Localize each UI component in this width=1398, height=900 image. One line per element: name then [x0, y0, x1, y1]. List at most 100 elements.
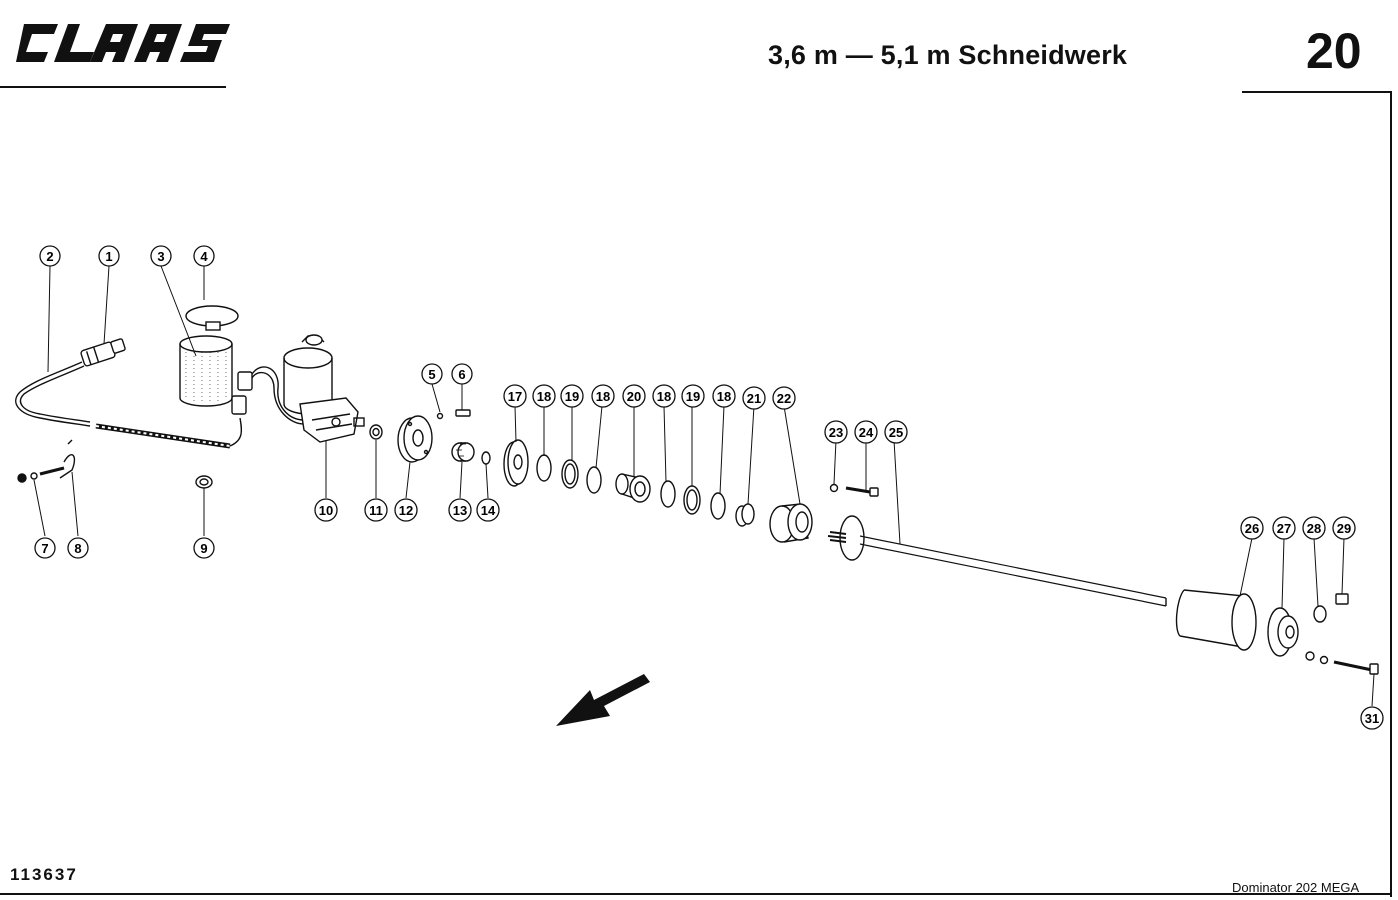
part-washer — [369, 424, 383, 440]
svg-text:18: 18 — [717, 389, 731, 404]
svg-text:20: 20 — [627, 389, 641, 404]
part-hub — [1267, 607, 1299, 657]
part-coupling — [769, 503, 813, 543]
callout-19a: 19 — [560, 384, 584, 408]
callout-13: 13 — [448, 498, 472, 522]
part-connector — [231, 366, 305, 425]
callout-3: 3 — [150, 245, 172, 267]
part-actuator-motor — [283, 334, 365, 443]
callout-17: 17 — [503, 384, 527, 408]
part-washer — [829, 483, 839, 493]
header-rule-left — [0, 86, 226, 88]
callout-labels: 1 2 3 4 5 6 7 8 9 10 11 12 13 14 17 18 1… — [34, 245, 1384, 730]
callout-18c: 18 — [652, 384, 676, 408]
svg-text:3: 3 — [157, 249, 164, 264]
svg-text:19: 19 — [686, 389, 700, 404]
callout-18d: 18 — [712, 384, 736, 408]
callout-6: 6 — [451, 363, 473, 385]
part-bushing — [195, 475, 213, 489]
callout-1: 1 — [98, 245, 120, 267]
callout-26: 26 — [1240, 516, 1264, 540]
claas-logo — [16, 24, 230, 62]
callout-14: 14 — [476, 498, 500, 522]
part-washer — [1313, 605, 1327, 623]
part-needle-bearing — [451, 442, 475, 462]
callout-20: 20 — [622, 384, 646, 408]
frame-bottom-rule — [0, 893, 1392, 895]
part-o-ring — [586, 466, 602, 494]
callout-21: 21 — [742, 386, 766, 410]
svg-text:2: 2 — [46, 249, 53, 264]
svg-text:24: 24 — [859, 425, 874, 440]
callout-10: 10 — [314, 498, 338, 522]
part-clamp-ring — [185, 305, 239, 331]
part-o-ring — [660, 480, 676, 508]
svg-text:18: 18 — [596, 389, 610, 404]
svg-text:11: 11 — [369, 503, 383, 518]
callout-22: 22 — [772, 386, 796, 410]
part-bearing-ring — [561, 459, 579, 489]
part-o-ring — [710, 492, 726, 520]
part-sensor-plug — [80, 338, 126, 367]
svg-text:22: 22 — [777, 391, 791, 406]
part-sleeve — [735, 503, 755, 527]
header-rule-right — [1242, 91, 1392, 93]
svg-text:7: 7 — [41, 541, 48, 556]
callout-29: 29 — [1332, 516, 1356, 540]
part-small-ring — [481, 451, 491, 465]
svg-text:31: 31 — [1365, 711, 1379, 726]
part-flange-disc — [503, 439, 529, 487]
svg-text:8: 8 — [74, 541, 81, 556]
part-nut-screw — [436, 409, 471, 420]
part-bearing-ring — [683, 485, 701, 515]
part-o-ring — [536, 454, 552, 482]
svg-text:4: 4 — [200, 249, 208, 264]
svg-text:23: 23 — [829, 425, 843, 440]
part-bolt — [845, 486, 879, 497]
callout-4: 4 — [193, 245, 215, 267]
svg-text:14: 14 — [481, 503, 496, 518]
part-sensor-cable — [15, 361, 243, 449]
page-title: 3,6 m — 5,1 m Schneidwerk — [768, 40, 1128, 70]
part-long-bolt — [1305, 651, 1379, 675]
part-flange — [397, 415, 433, 463]
svg-text:26: 26 — [1245, 521, 1259, 536]
callout-8: 8 — [67, 537, 89, 559]
frame-right-rule — [1390, 91, 1392, 897]
part-cylinder-housing — [179, 335, 233, 407]
part-bolt-and-clip — [17, 439, 76, 483]
svg-text:17: 17 — [508, 389, 522, 404]
callout-7: 7 — [34, 537, 56, 559]
svg-text:5: 5 — [428, 367, 435, 382]
svg-text:12: 12 — [399, 503, 413, 518]
svg-text:19: 19 — [565, 389, 579, 404]
callout-9: 9 — [193, 537, 215, 559]
callout-23: 23 — [824, 420, 848, 444]
svg-text:21: 21 — [747, 391, 761, 406]
arrow-down-left-icon — [556, 674, 650, 726]
svg-text:18: 18 — [657, 389, 671, 404]
svg-text:18: 18 — [537, 389, 551, 404]
part-cylinder — [1175, 589, 1257, 651]
part-screw — [1335, 593, 1349, 605]
callout-18b: 18 — [591, 384, 615, 408]
callout-18a: 18 — [532, 384, 556, 408]
callout-25: 25 — [884, 420, 908, 444]
callout-19b: 19 — [681, 384, 705, 408]
svg-text:6: 6 — [458, 367, 465, 382]
svg-text:28: 28 — [1307, 521, 1321, 536]
svg-text:1: 1 — [105, 249, 112, 264]
callout-27: 27 — [1272, 516, 1296, 540]
svg-text:13: 13 — [453, 503, 467, 518]
svg-text:10: 10 — [319, 503, 333, 518]
svg-text:27: 27 — [1277, 521, 1291, 536]
drawing-number: 113637 — [10, 865, 78, 884]
callout-5: 5 — [421, 363, 443, 385]
page-number: 20 — [1306, 23, 1362, 79]
svg-text:25: 25 — [889, 425, 903, 440]
leader-lines — [33, 265, 1375, 707]
callout-2: 2 — [39, 245, 61, 267]
callout-28: 28 — [1302, 516, 1326, 540]
